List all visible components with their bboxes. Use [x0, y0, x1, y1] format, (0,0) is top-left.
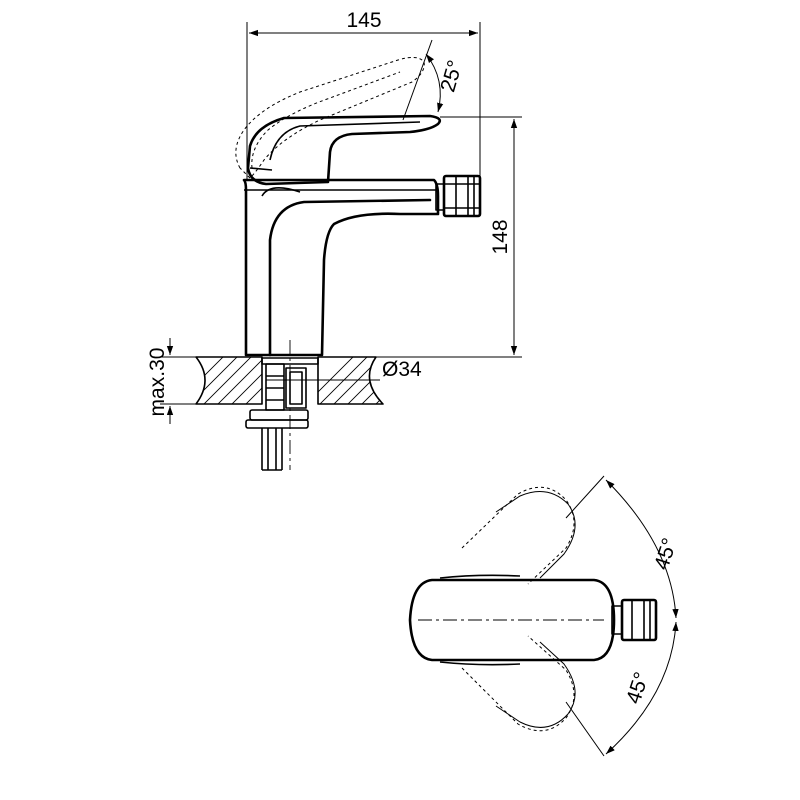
- jet-nozzle: [435, 174, 482, 218]
- rotation-upper-label: 45°: [650, 535, 682, 572]
- hole-diameter-label: Ø34: [382, 358, 422, 381]
- fixing-shank: [245, 357, 319, 471]
- width-dimension-label: 145: [346, 9, 381, 32]
- rotation-lower-label: 45°: [622, 669, 654, 706]
- mixer-body: [242, 178, 440, 357]
- jet-nozzle-top: [611, 598, 658, 642]
- deck-thickness-label: max.30: [146, 348, 169, 417]
- lever-handle: [246, 114, 442, 186]
- top-view: 45° 45°: [408, 475, 682, 757]
- side-elevation-view: 145 148 25°: [146, 9, 522, 471]
- height-dimension-label: 148: [489, 219, 512, 254]
- height-dimension: 148: [330, 116, 522, 358]
- width-dimension: 145: [246, 9, 481, 190]
- lever-rotated-upper: [461, 486, 576, 585]
- deck-thickness-dimension: max.30: [146, 338, 200, 424]
- lever-raised-outline: [235, 56, 425, 179]
- lever-tilt-dimension: 25°: [402, 39, 467, 121]
- lever-tilt-label: 25°: [436, 58, 467, 95]
- rotation-angle-dimension: 45° 45°: [565, 475, 682, 757]
- hole-diameter-dimension: Ø34: [266, 358, 422, 381]
- lever-rotated-lower: [461, 635, 576, 732]
